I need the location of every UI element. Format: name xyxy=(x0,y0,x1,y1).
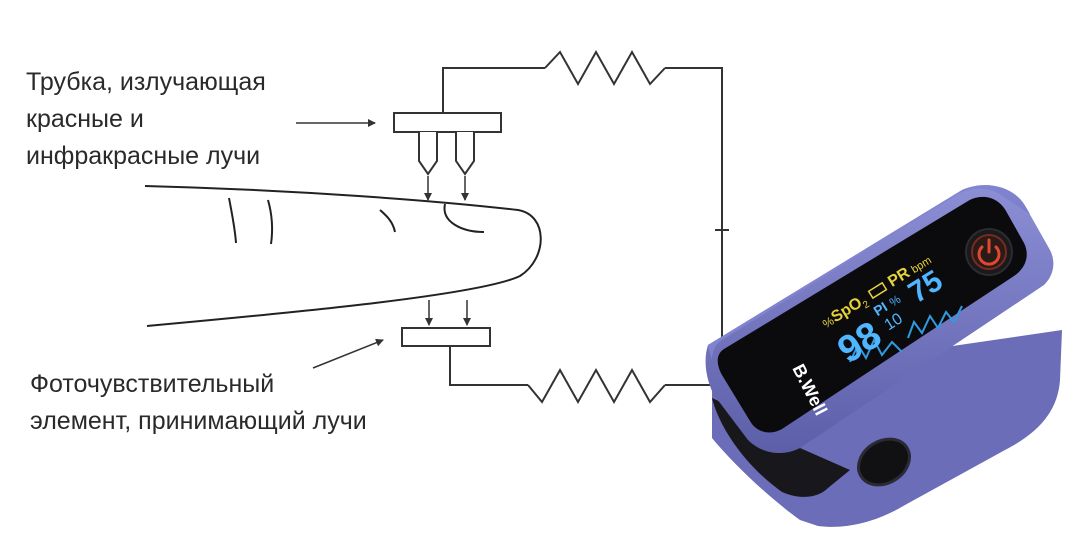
finger-outline xyxy=(144,185,542,327)
emitter-label-line-1: Трубка, излучающая xyxy=(26,68,266,96)
emitter-label-line-2: красные и xyxy=(26,105,144,133)
received-ray-arrows xyxy=(425,300,471,326)
power-button[interactable] xyxy=(965,228,1013,276)
device-side-button[interactable] xyxy=(850,430,918,494)
emitted-ray-arrows xyxy=(424,176,469,201)
upper-resistor xyxy=(544,49,666,87)
circuit-wire xyxy=(442,49,729,405)
receiver-label-line-2: элемент, принимающий лучи xyxy=(30,407,367,435)
receiver-pointer-arrow xyxy=(312,338,384,369)
receiver-label: Фоточувствительный элемент, принимающий … xyxy=(30,366,367,440)
emitter-tube xyxy=(393,112,502,176)
pleth-waveform-1 xyxy=(849,337,903,363)
emitter-label: Трубка, излучающая красные и инфракрасны… xyxy=(26,64,266,175)
pulse-oximeter-device xyxy=(705,185,1062,527)
emitter-label-line-3: инфракрасные лучи xyxy=(26,142,261,170)
receiver-label-line-1: Фоточувствительный xyxy=(30,370,275,398)
pi-value: 10 xyxy=(882,310,906,334)
device-screen-panel xyxy=(717,196,1027,433)
pleth-waveform-2 xyxy=(907,305,963,339)
spo2-subscript: 2 xyxy=(861,299,872,312)
battery-icon xyxy=(867,281,888,300)
power-icon xyxy=(977,238,1001,266)
lower-resistor xyxy=(527,367,666,405)
photodetector-element xyxy=(401,327,491,347)
